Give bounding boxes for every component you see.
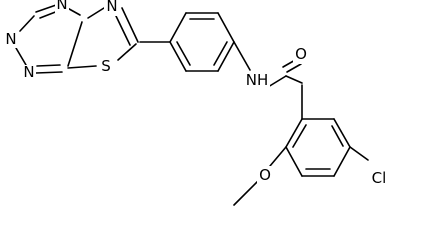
atom-label-n-triazole-left: N: [4, 30, 18, 48]
bond-n-c-fused-double: [35, 71, 63, 74]
bond-bz-2-inner: [331, 125, 344, 147]
bond-ph-1: [169, 12, 187, 43]
bond-bz-6-inner: [292, 124, 307, 148]
svg-text:O: O: [259, 166, 271, 184]
atom-label-nh-amide: NH: [244, 71, 270, 90]
atom-label-n-thiadiazole-right: N: [104, 0, 120, 16]
bond-c-o-double-a: [286, 63, 302, 73]
bond-ring-to-cl: [349, 146, 369, 161]
svg-text:N: N: [106, 0, 117, 15]
bond-c-s: [117, 43, 137, 61]
svg-text:N: N: [23, 63, 34, 81]
bond-s-c-fused: [67, 65, 97, 69]
bond-bz-2: [333, 118, 351, 148]
chemical-structure-diagram: N N N N S NH O O Cl: [4, 0, 392, 206]
bond-carbonyl-double: [285, 75, 303, 84]
atom-label-o-carbonyl: O: [293, 45, 309, 64]
bond-n-c-fused-inner: [36, 64, 61, 67]
methoxy-group: [233, 146, 287, 206]
svg-text:O: O: [295, 45, 307, 63]
bond-n-n-right: [87, 7, 105, 19]
bond-c-n-left: [19, 15, 35, 32]
atom-label-o-methoxy: O: [257, 166, 273, 184]
svg-text:N: N: [56, 0, 67, 13]
bond-ph-6: [169, 41, 187, 72]
atom-label-n-triazole-top: N: [55, 0, 69, 14]
chloromethoxybenzene-ring: [285, 84, 351, 177]
atom-label-s-thiadiazole: S: [98, 57, 114, 75]
bond-ph-4-inner: [213, 41, 228, 66]
atom-label-n-triazole-bottom: N: [22, 63, 36, 81]
atom-label-cl: Cl: [366, 169, 392, 189]
bond-n-c-inner: [115, 15, 131, 46]
bond-nh-to-carbonyl: [267, 75, 287, 88]
bond-fused-shared: [67, 21, 83, 67]
svg-text:N: N: [5, 30, 16, 48]
bond-ph-3: [217, 12, 235, 43]
bond-ph-4: [217, 41, 235, 72]
meta-phenylene-ring: [169, 12, 235, 72]
bond-methoxy-o-to-ch3: [233, 180, 259, 206]
svg-text:S: S: [101, 57, 111, 75]
bond-n-n-left: [15, 47, 27, 66]
bond-bz-5: [285, 146, 303, 177]
bond-ph-6-inner: [176, 41, 191, 66]
bond-bz-3: [333, 146, 351, 177]
bond-n-c-double: [121, 7, 139, 43]
svg-text:NH: NH: [246, 71, 269, 89]
bond-phenyl-to-nh: [233, 41, 251, 71]
svg-text:Cl: Cl: [372, 169, 387, 187]
bond-bz-6: [285, 118, 303, 148]
bond-ring-to-methoxy-o: [269, 146, 287, 167]
